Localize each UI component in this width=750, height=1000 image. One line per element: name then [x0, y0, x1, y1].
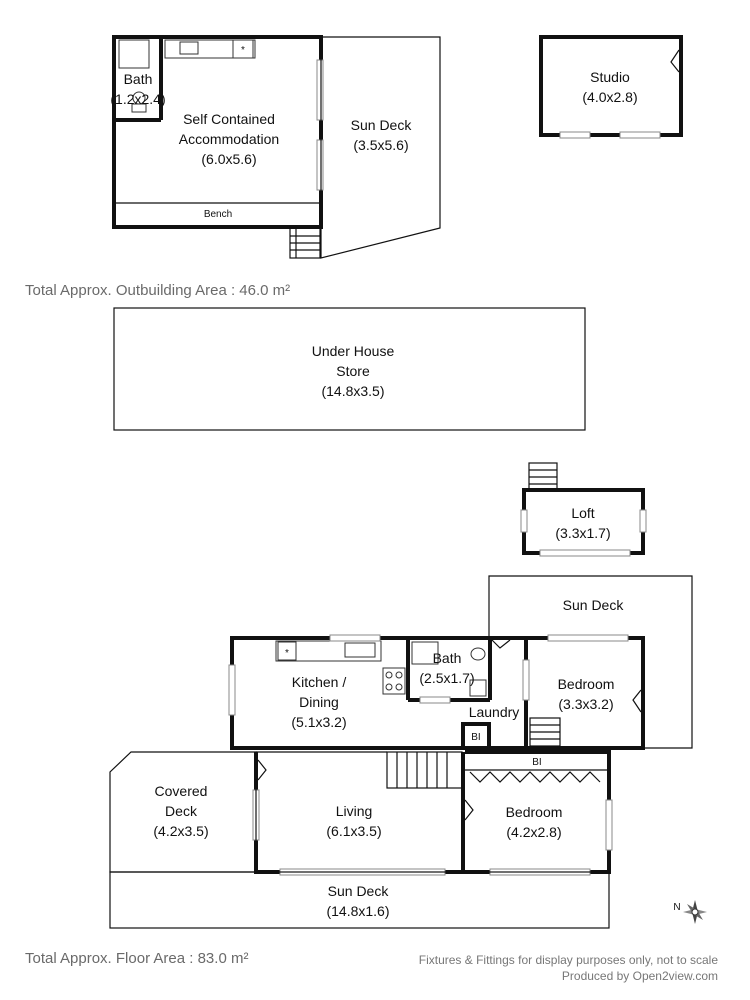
producer-credit: Produced by Open2view.com	[561, 969, 718, 983]
stairs-icon	[529, 717, 561, 747]
svg-text:N: N	[673, 902, 680, 913]
loft: Loft (3.3x1.7)	[520, 462, 647, 557]
studio-size: (4.0x2.8)	[582, 89, 637, 105]
stairs-icon	[289, 227, 321, 259]
outbuilding-bath-size: (1.2x2.4)	[110, 91, 165, 107]
under-house-size: (14.8x3.5)	[321, 383, 384, 399]
accommodation-size: (6.0x5.6)	[201, 151, 256, 167]
kitchen-line2: Dining	[299, 694, 339, 710]
laundry-label: Laundry	[469, 704, 520, 720]
living-name: Living	[336, 803, 373, 819]
bedroom-2-name: Bedroom	[506, 804, 563, 820]
bi-2-label: BI	[532, 757, 541, 768]
top-sun-deck-name: Sun Deck	[563, 597, 625, 613]
outbuilding-sun-deck	[320, 36, 441, 259]
living-size: (6.1x3.5)	[326, 823, 381, 839]
bedroom-2-size: (4.2x2.8)	[506, 824, 561, 840]
bottom-sun-deck-name: Sun Deck	[328, 883, 390, 899]
house-bath-size: (2.5x1.7)	[419, 670, 474, 686]
bottom-sun-deck	[109, 871, 610, 929]
house-bath-name: Bath	[433, 650, 462, 666]
under-house-line2: Store	[336, 363, 370, 379]
studio-name: Studio	[590, 69, 630, 85]
covered-deck-size: (4.2x3.5)	[153, 823, 208, 839]
bedroom-1-size: (3.3x3.2)	[558, 696, 613, 712]
disclaimer-note: Fixtures & Fittings for display purposes…	[418, 953, 718, 967]
bi-1-label: BI	[471, 732, 480, 743]
accommodation-line2: Accommodation	[179, 131, 279, 147]
kitchen-size: (5.1x3.2)	[291, 714, 346, 730]
studio-walls	[539, 35, 683, 137]
bottom-sun-deck-size: (14.8x1.6)	[326, 903, 389, 919]
svg-text:*: *	[241, 45, 245, 56]
accommodation-line1: Self Contained	[183, 111, 275, 127]
outbuilding: * Bath (1.2x2.4) Self Contained Accommod…	[110, 35, 683, 259]
stairs-icon	[528, 462, 558, 491]
under-house-store: Under House Store (14.8x3.5)	[113, 307, 586, 431]
covered-deck-line2: Deck	[165, 803, 198, 819]
stairs-icon	[386, 751, 463, 789]
loft-size: (3.3x1.7)	[555, 525, 610, 541]
outbuilding-sun-deck-name: Sun Deck	[351, 117, 413, 133]
outbuilding-bath-name: Bath	[124, 71, 153, 87]
loft-name: Loft	[571, 505, 594, 521]
compass-rose-icon: N	[673, 900, 707, 924]
floor-total-area: Total Approx. Floor Area : 83.0 m²	[25, 950, 249, 967]
outbuilding-sun-deck-size: (3.5x5.6)	[353, 137, 408, 153]
covered-deck-line1: Covered	[155, 783, 208, 799]
svg-text:*: *	[285, 648, 289, 659]
kitchen-line1: Kitchen /	[292, 674, 347, 690]
top-sun-deck	[488, 575, 693, 749]
under-house-line1: Under House	[312, 343, 395, 359]
outbuilding-total-area: Total Approx. Outbuilding Area : 46.0 m²	[25, 282, 291, 299]
door-swing-icon	[670, 49, 680, 73]
main-house: Sun Deck Bedroom (3.3x3.2) *	[109, 575, 693, 929]
bedroom-1-name: Bedroom	[558, 676, 615, 692]
bench-label: Bench	[204, 209, 232, 220]
